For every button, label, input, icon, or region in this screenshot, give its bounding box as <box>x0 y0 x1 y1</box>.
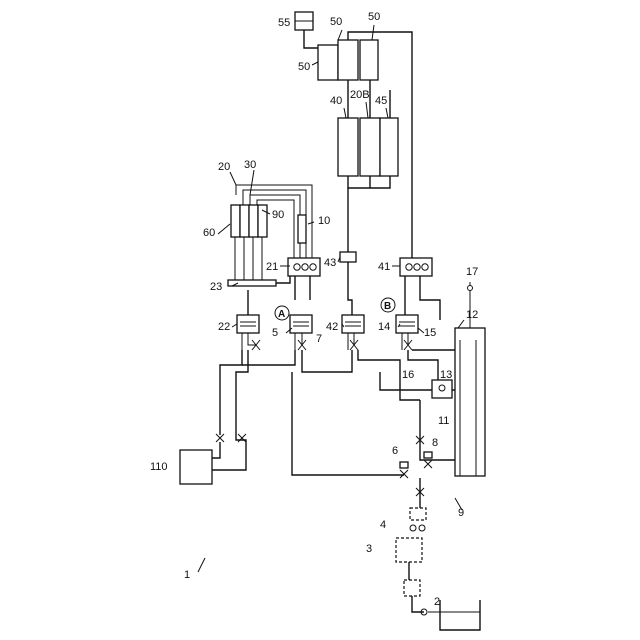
tank-110 <box>180 450 212 484</box>
label-90: 90 <box>272 209 284 221</box>
tube-cell-60 <box>231 205 240 237</box>
label-4: 4 <box>380 519 386 531</box>
marker-a-label: A <box>278 309 285 320</box>
header-23 <box>228 280 276 286</box>
label-17: 17 <box>466 266 478 278</box>
tube-cell-10 <box>298 215 306 243</box>
label-14: 14 <box>378 321 390 333</box>
label-43: 43 <box>324 257 336 269</box>
label-50-c: 50 <box>298 61 310 73</box>
module-20B <box>360 118 380 176</box>
tube-cell-30 <box>249 205 258 237</box>
pipe-22-to-110a <box>220 350 242 435</box>
unit-13 <box>432 380 452 398</box>
unit-2 <box>404 580 420 596</box>
valve-14 <box>402 333 412 350</box>
label-11: 11 <box>438 415 449 427</box>
lines-41-down <box>405 276 440 320</box>
valve-5 <box>295 333 306 350</box>
label-8: 8 <box>432 437 438 449</box>
label-21: 21 <box>266 261 278 273</box>
line-55 <box>304 30 318 48</box>
lines-21-down <box>295 276 310 300</box>
unit-4-top <box>410 508 426 520</box>
label-7: 7 <box>316 333 322 345</box>
tube-down-lines <box>235 237 262 282</box>
module-50-right <box>360 40 378 80</box>
marker-b-label: B <box>384 301 391 312</box>
label-42: 42 <box>326 321 338 333</box>
module-45 <box>380 118 398 176</box>
label-40: 40 <box>330 95 342 107</box>
sensor-17 <box>468 286 473 291</box>
actuator-8 <box>424 452 432 458</box>
module-50-mid <box>338 40 358 80</box>
pipe-5-left <box>242 350 295 365</box>
tube-cell-20 <box>240 205 249 237</box>
pipe-3-2 <box>409 562 410 580</box>
valve-42 <box>348 333 358 350</box>
pipe-110-top <box>212 442 220 458</box>
label-22: 22 <box>218 321 230 333</box>
label-50-b: 50 <box>368 11 380 23</box>
label-20B: 20B <box>350 89 370 101</box>
label-12: 12 <box>466 309 478 321</box>
label-110: 110 <box>150 461 168 473</box>
valve-22 <box>242 333 260 350</box>
unit-4-a <box>410 525 416 531</box>
valves-110 <box>216 434 246 442</box>
source-tank <box>440 600 480 630</box>
unit-43 <box>340 252 356 262</box>
pump-group-21 <box>288 258 320 276</box>
unit-4-b <box>419 525 425 531</box>
label-55: 55 <box>278 17 290 29</box>
label-45: 45 <box>375 95 387 107</box>
filter-42 <box>342 315 364 333</box>
valve-8 <box>424 460 432 468</box>
label-5: 5 <box>272 327 278 339</box>
unit-3 <box>396 538 422 562</box>
label-16: 16 <box>402 369 414 381</box>
pipe-11 <box>420 400 455 460</box>
pipe-22-to-110b <box>212 350 248 470</box>
label-60: 60 <box>203 227 215 239</box>
links-lower <box>348 176 390 188</box>
label-6: 6 <box>392 445 398 457</box>
label-41: 41 <box>378 261 390 273</box>
label-20: 20 <box>218 161 230 173</box>
pipe-5-42 <box>302 350 352 372</box>
label-23: 23 <box>210 281 222 293</box>
label-30: 30 <box>244 159 256 171</box>
label-1: 1 <box>184 569 190 581</box>
valve-6 <box>400 470 408 478</box>
filter-22 <box>237 315 259 333</box>
actuator-6 <box>400 462 408 468</box>
filter-14 <box>396 315 418 333</box>
pump-group-41 <box>400 258 432 276</box>
label-10: 10 <box>318 215 330 227</box>
module-40 <box>338 118 358 176</box>
label-15: 15 <box>424 327 436 339</box>
label-50-a: 50 <box>330 16 342 28</box>
filter-5 <box>290 315 312 333</box>
label-2: 2 <box>434 596 440 608</box>
line-43-to-42 <box>348 262 352 315</box>
label-13: 13 <box>440 369 452 381</box>
module-50-left <box>318 45 338 80</box>
label-3: 3 <box>366 543 372 555</box>
pipe-return <box>292 372 404 475</box>
